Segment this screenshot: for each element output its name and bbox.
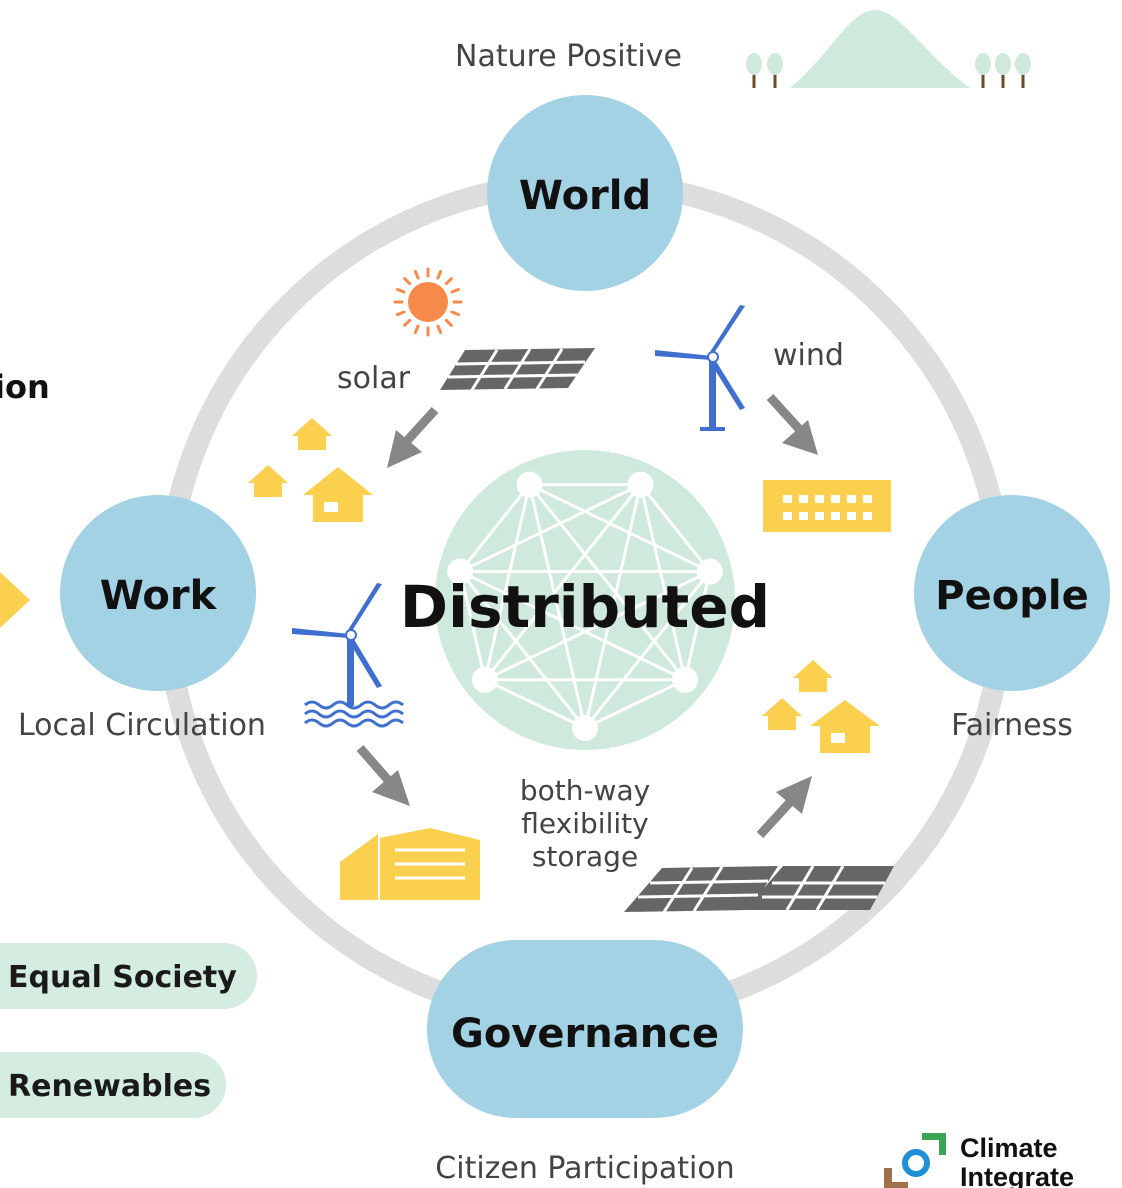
sun-ray xyxy=(444,277,453,286)
wind-turbine-top-icon xyxy=(655,305,745,431)
network-node xyxy=(672,666,699,693)
network-edge xyxy=(484,570,711,682)
mountain-icon xyxy=(790,10,970,88)
offshore-wind-turbine-icon xyxy=(292,583,382,706)
fairness-caption: Fairness xyxy=(951,708,1073,743)
network-lines xyxy=(458,483,712,730)
network-edge xyxy=(484,678,586,730)
network-node xyxy=(572,715,598,741)
sun-ray xyxy=(413,324,420,334)
left-partial-text: ion xyxy=(0,368,50,406)
network-edge xyxy=(483,484,531,681)
governance-label: Governance xyxy=(451,1011,719,1057)
network-edge xyxy=(528,483,711,573)
world-node xyxy=(487,95,683,291)
renewables-label: Renewables xyxy=(8,1069,211,1104)
network-node xyxy=(447,558,474,585)
network-edge xyxy=(583,484,642,729)
logo-line-1: Climate xyxy=(960,1133,1058,1163)
work-node xyxy=(60,495,256,691)
solar-panel-icon xyxy=(440,348,595,391)
water-waves-icon xyxy=(304,700,404,728)
network-edge xyxy=(528,483,687,681)
network-node xyxy=(471,666,498,693)
network-edge xyxy=(459,483,531,573)
world-label: World xyxy=(519,173,651,219)
sun-ray xyxy=(450,287,460,294)
sun-ray xyxy=(444,318,453,327)
network-edge xyxy=(459,570,686,682)
arrow-panels-to-houses-icon xyxy=(756,776,812,839)
trees-right-icon xyxy=(975,53,1031,88)
sun-ray xyxy=(436,270,443,280)
houses-cluster-right-icon xyxy=(762,660,880,753)
network-edge xyxy=(528,484,587,729)
network-edge xyxy=(639,483,711,573)
sun-ray xyxy=(450,310,460,317)
network-edge xyxy=(583,570,711,729)
people-label: People xyxy=(935,573,1088,619)
sun-ray xyxy=(396,310,406,317)
sun-ray xyxy=(413,270,420,280)
storage-line-2: flexibility xyxy=(521,807,648,840)
network-node xyxy=(516,471,543,498)
network-edge xyxy=(458,571,487,681)
citizen-participation-caption: Citizen Participation xyxy=(435,1151,734,1186)
solar-panels-bottom-icon xyxy=(624,865,894,913)
logo-line-2: Integrate xyxy=(960,1162,1074,1188)
sun-ray xyxy=(403,277,412,286)
network-edge xyxy=(584,678,686,730)
climate-integrate-logo: Climate Integrate xyxy=(884,1133,1074,1188)
trees-left-icon xyxy=(746,53,783,88)
sun-icon xyxy=(393,267,463,337)
network-edge xyxy=(483,483,642,681)
network-edge xyxy=(639,484,687,681)
houses-cluster-left-icon xyxy=(248,418,373,522)
office-building-icon xyxy=(763,480,891,532)
network-edge xyxy=(683,571,712,681)
arrow-solar-to-houses-icon xyxy=(387,406,439,468)
network-nodes xyxy=(447,471,723,741)
wind-caption: wind xyxy=(773,338,844,373)
sun-ray xyxy=(403,318,412,327)
sun-ray xyxy=(396,287,406,294)
arrow-wind-to-building-icon xyxy=(766,393,818,455)
equal-society-label: Equal Society xyxy=(8,960,237,995)
equal-society-tag xyxy=(0,943,257,1009)
network-edge xyxy=(459,483,642,573)
sun-ray xyxy=(436,324,443,334)
nature-positive-caption: Nature Positive xyxy=(455,39,682,74)
work-label: Work xyxy=(100,573,218,619)
solar-caption: solar xyxy=(337,361,411,396)
network-hub xyxy=(435,450,735,750)
factory-icon xyxy=(340,828,480,900)
storage-line-1: both-way xyxy=(520,774,650,807)
network-node xyxy=(627,471,654,498)
local-circulation-caption: Local Circulation xyxy=(18,708,266,743)
storage-line-3: storage xyxy=(532,840,638,873)
governance-node xyxy=(427,940,743,1118)
left-chevron-shape xyxy=(0,572,30,628)
people-node xyxy=(914,495,1110,691)
renewables-tag xyxy=(0,1052,226,1118)
network-edge xyxy=(459,570,587,729)
network-node xyxy=(696,558,723,585)
arrow-offshore-to-factory-icon xyxy=(356,745,410,806)
distributed-label: Distributed xyxy=(400,573,770,641)
